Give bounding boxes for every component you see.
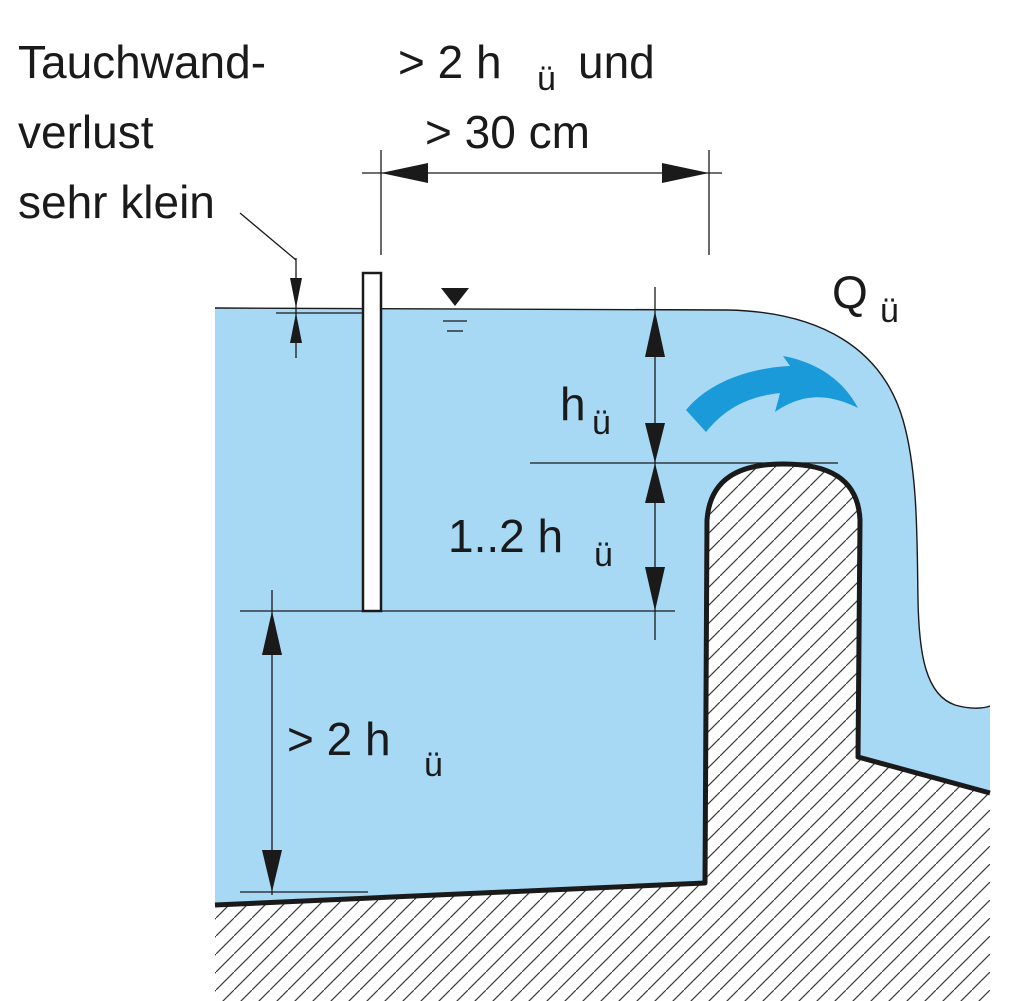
flow-label-main: Q <box>832 266 868 318</box>
top-distance-dimension <box>362 150 722 255</box>
distance-label-tail: und <box>578 36 655 88</box>
tauchwand-label-line2: verlust <box>18 106 154 158</box>
low-depth-label-sub: ü <box>424 746 443 784</box>
ground-hatch-weir <box>705 464 990 1001</box>
water-body <box>215 308 990 905</box>
mid-depth-label-main: 1..2 h <box>448 510 563 562</box>
flow-arrow-icon <box>686 356 858 432</box>
crest-dimensions <box>240 287 838 640</box>
ground-hatch-bottom <box>215 883 705 1001</box>
head-label-main: h <box>560 378 586 430</box>
tauchwand-label-line1: Tauchwand- <box>18 36 266 88</box>
water-surface <box>214 307 991 709</box>
water-level-icon <box>441 288 469 332</box>
distance-label-line2: > 30 cm <box>425 106 590 158</box>
weir-outline <box>214 461 991 908</box>
distance-label-main: > 2 h <box>398 36 502 88</box>
tauchwand-label-line3: sehr klein <box>18 176 215 228</box>
flow-label-sub: ü <box>880 292 899 330</box>
distance-label-sub: ü <box>537 60 556 98</box>
loss-dimension <box>239 212 364 358</box>
mid-depth-label-sub: ü <box>594 536 613 574</box>
baffle-wall <box>361 271 383 613</box>
head-label-sub: ü <box>592 404 611 442</box>
low-depth-label-main: > 2 h <box>287 713 391 765</box>
bottom-depth-dimension <box>240 590 368 895</box>
